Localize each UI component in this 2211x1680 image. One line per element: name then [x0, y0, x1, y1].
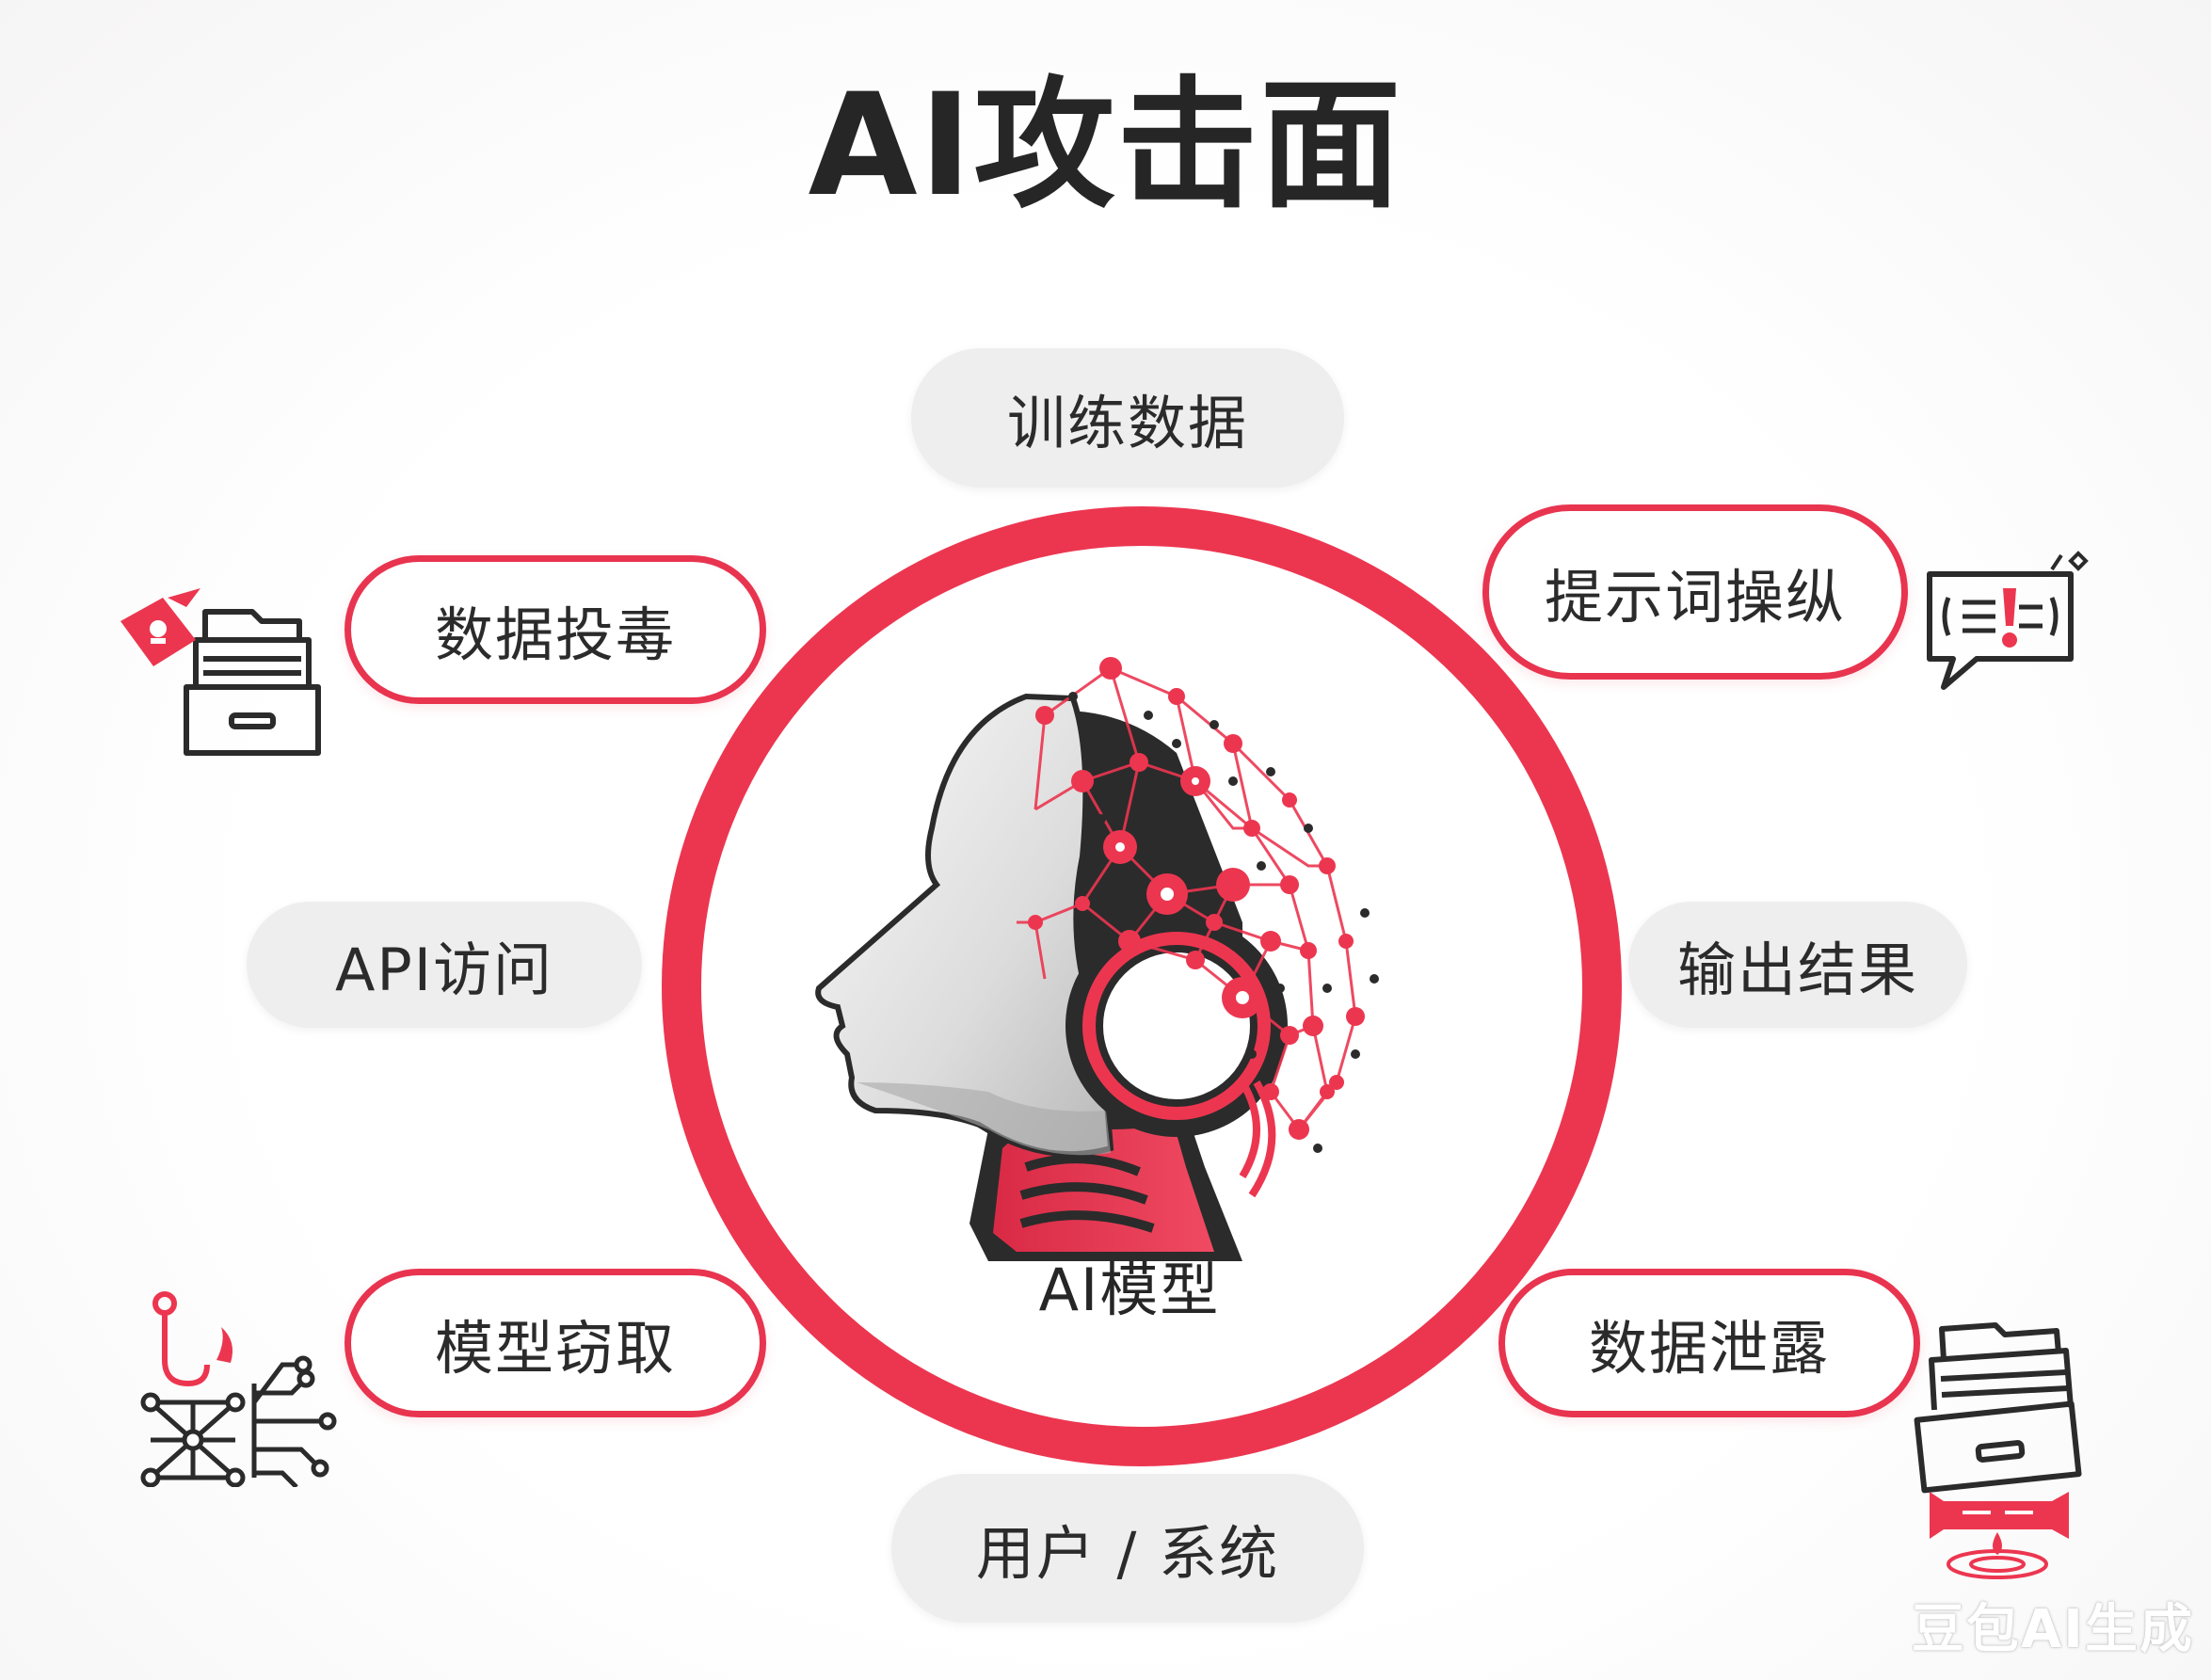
watermark: 豆包AI生成 [1911, 1599, 2194, 1660]
node-model-theft: 模型窃取 [344, 1269, 766, 1417]
center-label: AI模型 [1038, 1256, 1221, 1324]
node-api-access: API访问 [247, 902, 642, 1028]
network-hook-icon [140, 1291, 337, 1487]
file-cabinet-poison-icon [120, 588, 321, 756]
node-output-results: 输出结果 [1628, 902, 1967, 1028]
node-data-poisoning: 数据投毒 [344, 555, 766, 704]
node-prompt-manipulation: 提示词操纵 [1482, 504, 1908, 680]
ai-head-illustration [815, 657, 1379, 1261]
chat-bubble-alert-icon [1927, 551, 2089, 690]
node-training-data: 训练数据 [911, 348, 1344, 488]
page-title: AI攻击面 [808, 64, 1403, 228]
node-data-leakage: 数据泄露 [1498, 1269, 1920, 1417]
node-user-system: 用户 / 系统 [891, 1474, 1364, 1623]
file-cabinet-leak-icon [1914, 1322, 2082, 1579]
